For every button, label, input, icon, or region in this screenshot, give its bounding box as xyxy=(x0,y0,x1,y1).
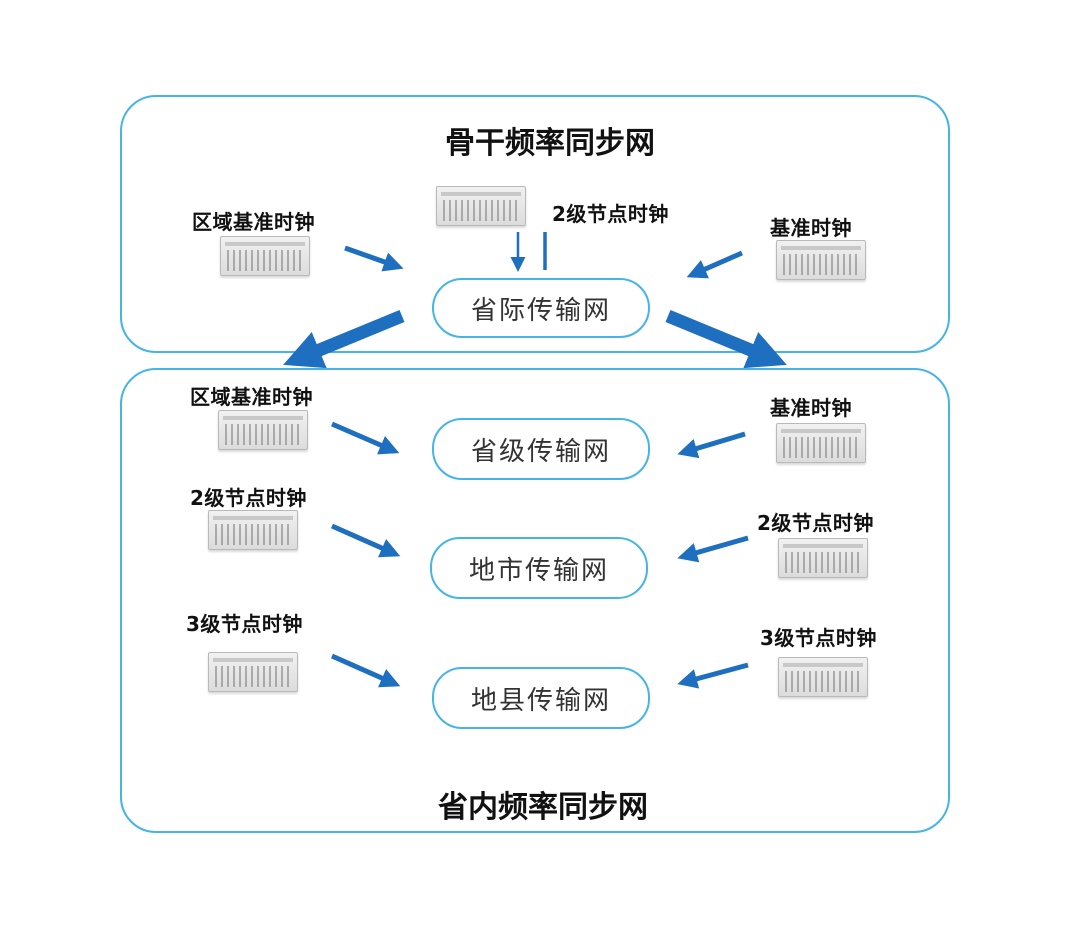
arrow-l1-right xyxy=(677,431,746,459)
rack-equipment-icon xyxy=(218,410,308,450)
interprovincial-network-node: 省际传输网 xyxy=(432,278,650,338)
provincial-network-node: 省级传输网 xyxy=(432,418,650,480)
arrow-l3-left xyxy=(330,653,401,688)
arrow-big-left xyxy=(283,309,405,369)
arrow-right-to-hub xyxy=(686,250,744,279)
level2-right-clock-label: 2级节点时钟 xyxy=(757,511,874,535)
rack-equipment-icon xyxy=(208,510,298,550)
arrow-left-to-hub xyxy=(344,245,404,272)
rack-equipment-icon xyxy=(776,240,866,280)
rack-equipment-icon xyxy=(208,652,298,692)
municipal-network-node: 地市传输网 xyxy=(430,537,648,599)
level3-right-clock-label: 3级节点时钟 xyxy=(760,626,877,650)
county-network-node: 地县传输网 xyxy=(432,667,650,729)
arrow-l2-left xyxy=(330,523,401,558)
provincial-region xyxy=(120,368,950,833)
rack-equipment-icon xyxy=(778,657,868,697)
level3-left-clock-label: 3级节点时钟 xyxy=(186,612,303,636)
backbone-title: 骨干频率同步网 xyxy=(445,126,655,161)
provincial-title: 省内频率同步网 xyxy=(438,790,648,825)
backbone-right-clock-label: 基准时钟 xyxy=(770,216,852,240)
level2-left-clock-label: 2级节点时钟 xyxy=(190,486,307,510)
arrow-big-right xyxy=(665,309,787,369)
rack-equipment-icon xyxy=(776,423,866,463)
arrow-l1-left xyxy=(331,421,400,455)
level1-right-clock-label: 基准时钟 xyxy=(770,396,852,420)
rack-equipment-icon xyxy=(436,186,526,226)
level1-left-clock-label: 区域基准时钟 xyxy=(190,385,313,409)
rack-equipment-icon xyxy=(220,236,310,276)
arrow-l3-right xyxy=(677,662,749,689)
backbone-left-clock-label: 区域基准时钟 xyxy=(192,210,315,234)
backbone-region xyxy=(120,95,950,353)
arrow-l2-right xyxy=(677,535,749,563)
backbone-top-clock-label: 2级节点时钟 xyxy=(552,202,669,226)
rack-equipment-icon xyxy=(778,538,868,578)
